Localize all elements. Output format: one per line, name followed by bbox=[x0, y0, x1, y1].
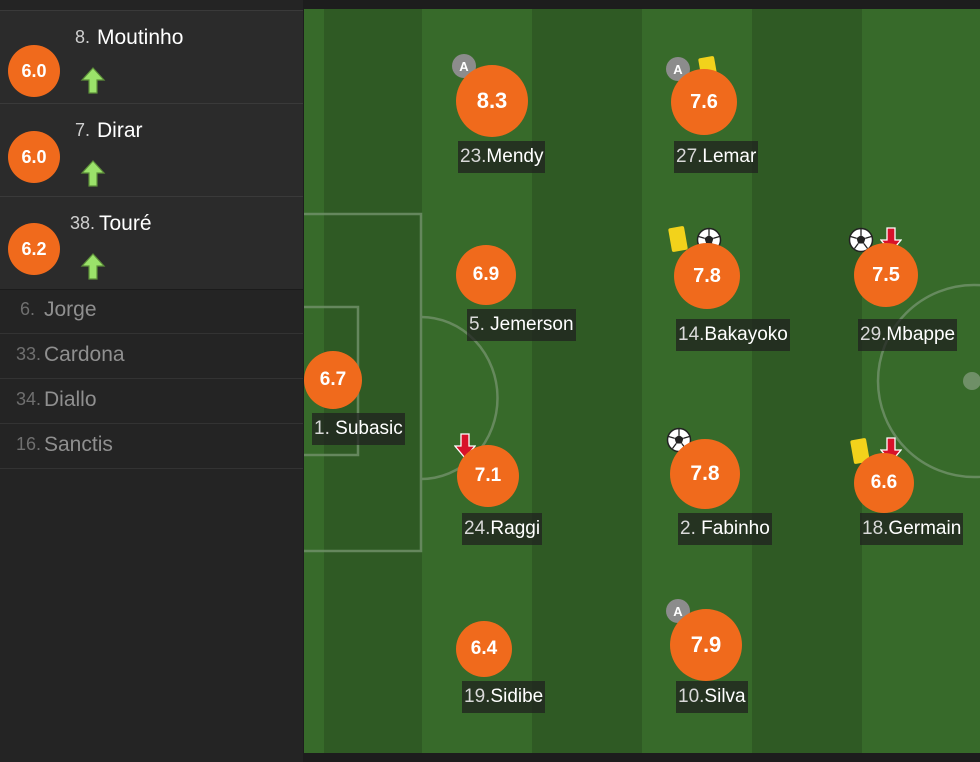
pitch-lineup: 6.7 1. Subasic A 8.3 23.Mendy 6.9 5. Jem… bbox=[304, 9, 980, 753]
rating-badge: 7.6 bbox=[671, 69, 737, 135]
player-name: Touré bbox=[99, 212, 152, 235]
player-name: Subasic bbox=[335, 418, 403, 439]
player-name: Sidibe bbox=[490, 686, 544, 707]
player-name: Fabinho bbox=[701, 518, 770, 539]
rating-badge: 6.7 bbox=[304, 351, 362, 409]
player-label: 18.Germain bbox=[860, 513, 964, 545]
substitute-row[interactable]: 6.2 38. Touré bbox=[0, 196, 303, 290]
rating-badge: 6.9 bbox=[456, 245, 516, 305]
player-label: 23.Mendy bbox=[458, 141, 546, 173]
bench-row[interactable]: 16. Sanctis bbox=[0, 424, 303, 469]
player-label: 1. Subasic bbox=[312, 413, 405, 445]
player-label: 5. Jemerson bbox=[467, 309, 576, 341]
sub-in-arrow-icon bbox=[80, 67, 106, 94]
rating-badge: 6.4 bbox=[456, 621, 512, 677]
player-label: 29.Mbappe bbox=[858, 319, 958, 351]
player-label: 2. Fabinho bbox=[678, 513, 772, 545]
player-name: Cardona bbox=[44, 343, 125, 366]
rating-badge: 7.1 bbox=[457, 445, 519, 507]
pitch-field bbox=[304, 9, 980, 753]
player-number: 2. bbox=[680, 518, 696, 539]
rating-badge: 7.5 bbox=[854, 243, 918, 307]
player-number: 23. bbox=[460, 146, 487, 167]
player-name: Germain bbox=[888, 518, 962, 539]
player-number: 1. bbox=[314, 418, 330, 439]
rating-badge: 6.0 bbox=[8, 45, 60, 97]
player-number: 29. bbox=[860, 324, 887, 345]
player-number: 33. bbox=[16, 344, 42, 364]
player-name: Diallo bbox=[44, 388, 97, 411]
rating-badge: 6.6 bbox=[854, 453, 914, 513]
player-number: 24. bbox=[464, 518, 491, 539]
player-label: 27.Lemar bbox=[674, 141, 759, 173]
rating-badge: 8.3 bbox=[456, 65, 528, 137]
rating-badge: 6.0 bbox=[8, 131, 60, 183]
player-label: 24.Raggi bbox=[462, 513, 543, 545]
sub-in-arrow-icon bbox=[80, 253, 106, 280]
player-name: Moutinho bbox=[97, 26, 184, 49]
player-number: 7. bbox=[75, 120, 91, 140]
player-number: 19. bbox=[464, 686, 491, 707]
player-number: 38. bbox=[70, 213, 96, 233]
player-name: Dirar bbox=[97, 119, 143, 142]
player-name: Lemar bbox=[702, 146, 757, 167]
rating-badge: 7.8 bbox=[674, 243, 740, 309]
player-label: 14.Bakayoko bbox=[676, 319, 790, 351]
substitute-row[interactable]: 6.0 7. Dirar bbox=[0, 103, 303, 197]
goal-ball-icon bbox=[848, 227, 874, 253]
player-number: 8. bbox=[75, 27, 91, 47]
player-number: 34. bbox=[16, 389, 42, 409]
player-number: 18. bbox=[862, 518, 889, 539]
rating-badge: 7.8 bbox=[670, 439, 740, 509]
player-name: Sanctis bbox=[44, 433, 113, 456]
player-name: Silva bbox=[704, 686, 746, 707]
bench-row[interactable]: 34. Diallo bbox=[0, 379, 303, 424]
player-number: 5. bbox=[469, 314, 485, 335]
substitute-row[interactable]: 6.0 8. Moutinho bbox=[0, 10, 303, 104]
player-name: Mbappe bbox=[886, 324, 956, 345]
rating-badge: 6.2 bbox=[8, 223, 60, 275]
bench-row[interactable]: 6. Jorge bbox=[0, 289, 303, 334]
player-number: 27. bbox=[676, 146, 703, 167]
player-number: 16. bbox=[16, 434, 42, 454]
player-label: 19.Sidibe bbox=[462, 681, 546, 713]
player-name: Jorge bbox=[44, 298, 97, 321]
player-number: 10. bbox=[678, 686, 705, 707]
player-name: Mendy bbox=[486, 146, 544, 167]
substitutes-panel: 6.0 8. Moutinho 6.0 7. Dirar 6.2 38. Tou… bbox=[0, 0, 303, 762]
player-name: Bakayoko bbox=[704, 324, 788, 345]
player-number: 14. bbox=[678, 324, 705, 345]
player-name: Raggi bbox=[490, 518, 541, 539]
bench-row[interactable]: 33. Cardona bbox=[0, 334, 303, 379]
sub-in-arrow-icon bbox=[80, 160, 106, 187]
player-label: 10.Silva bbox=[676, 681, 748, 713]
player-number: 6. bbox=[20, 299, 36, 319]
rating-badge: 7.9 bbox=[670, 609, 742, 681]
player-name: Jemerson bbox=[490, 314, 574, 335]
